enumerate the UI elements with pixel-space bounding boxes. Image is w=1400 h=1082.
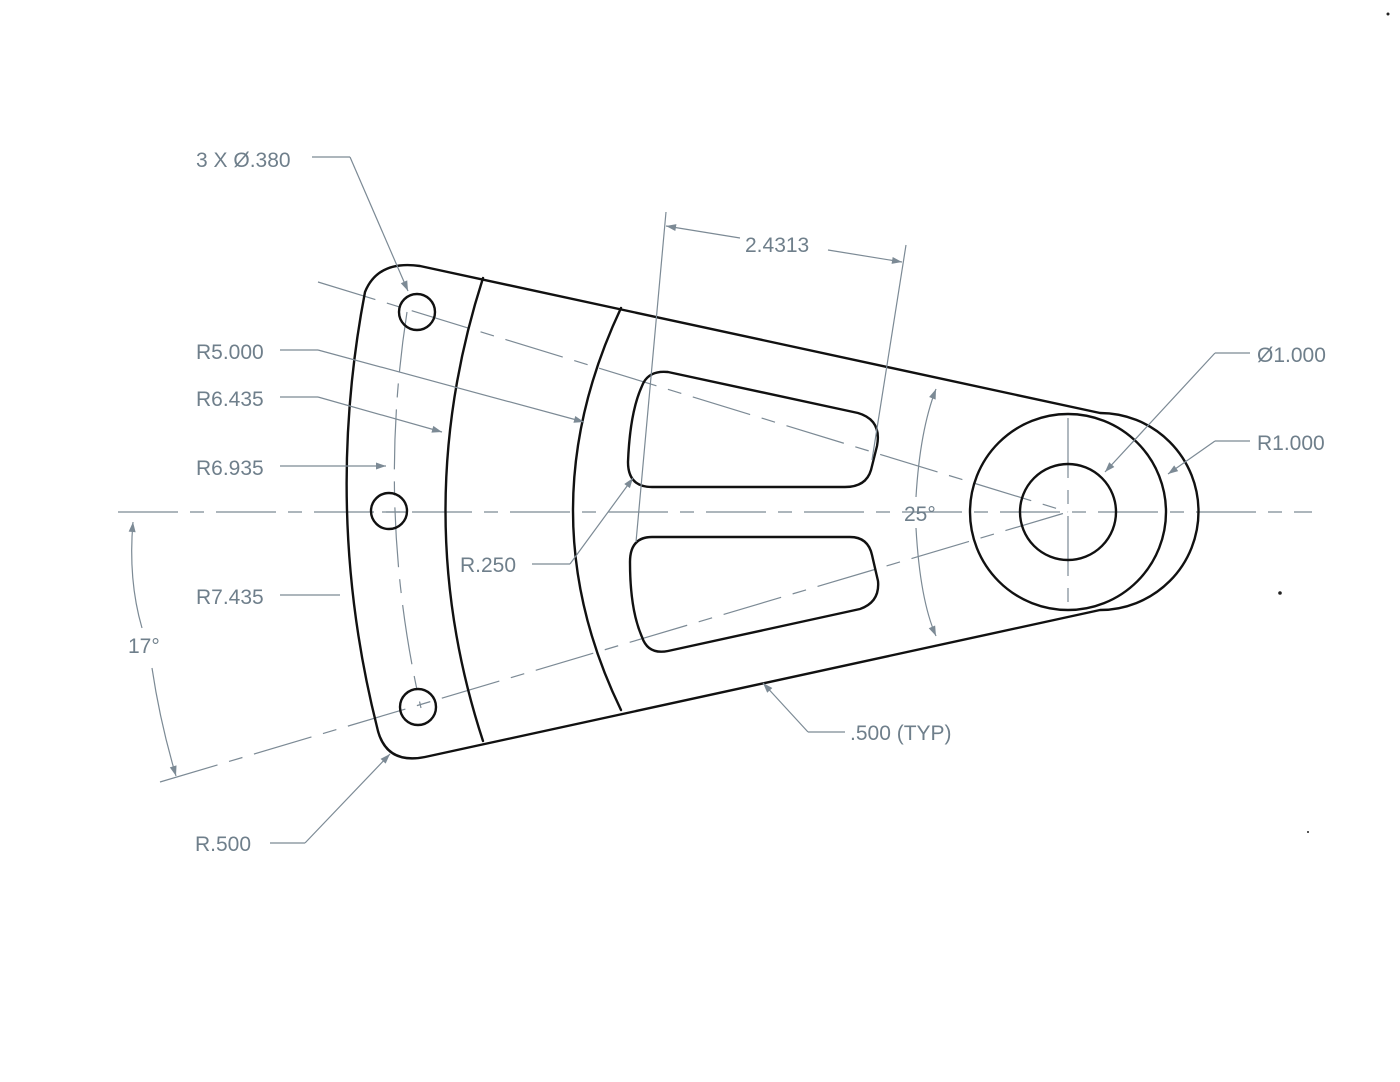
bolt-circle-centerline: [393, 311, 422, 709]
arc-r5000-label: R5.000: [196, 341, 264, 364]
arc-r6935-label: R6.935: [196, 457, 264, 480]
chord-ext-right: [871, 244, 907, 461]
bolt-hole-bottom: [398, 687, 438, 727]
hole-leader: [349, 156, 409, 292]
dimension-labels: 3 X Ø.380 2.4313 Ø1.000 R1.000 R5.000 R6…: [128, 149, 1326, 856]
bolt-hole-middle: [369, 491, 409, 531]
angle-25-label: 25°: [904, 503, 936, 526]
lower-radial-centerline: [159, 511, 1069, 783]
dimensions: [128, 156, 1250, 844]
boss-leader: [1167, 440, 1216, 475]
pocket-upper: [626, 370, 879, 489]
boss-radius-label: R1.000: [1257, 432, 1325, 455]
arc-r7435-label: R7.435: [196, 586, 264, 609]
r5000-leader: [317, 349, 585, 423]
typ-leader: [762, 682, 809, 733]
arc-r5000: [571, 306, 623, 712]
angle-17-label: 17°: [128, 635, 160, 658]
scan-marks: [1278, 12, 1390, 833]
angle-17-arc-top: [128, 521, 143, 629]
bolt-hole-top: [397, 292, 437, 332]
bracket-part: [345, 263, 1200, 760]
center-lines: [118, 281, 1312, 783]
angle-25-arc-bottom: [915, 527, 937, 637]
hole-callout-label: 3 X Ø.380: [196, 149, 291, 172]
pocket-lower: [628, 535, 880, 653]
r250-leader: [569, 477, 634, 565]
arc-r6435-label: R6.435: [196, 388, 264, 411]
chord-dim-left: [665, 224, 741, 239]
bore-diameter-label: Ø1.000: [1257, 344, 1326, 367]
boss-circle: [968, 412, 1168, 612]
r6435-leader: [317, 396, 443, 433]
wall-thickness-label: .500 (TYP): [850, 722, 952, 745]
bore-leader: [1104, 352, 1216, 473]
corner-radius-label: R.500: [195, 833, 251, 856]
arc-r6435: [444, 276, 485, 743]
r500-leader: [304, 753, 391, 844]
angle-25-arc-top: [915, 388, 937, 498]
fillet-radius-label: R.250: [460, 554, 516, 577]
angle-17-arc-bottom: [151, 667, 177, 777]
bore-hole: [1018, 462, 1118, 562]
chord-dim-label: 2.4313: [745, 234, 809, 257]
chord-ext-left: [635, 211, 667, 543]
chord-dim-right: [827, 249, 903, 264]
bracket-outline: [345, 263, 1200, 760]
upper-radial-centerline: [317, 281, 1069, 513]
